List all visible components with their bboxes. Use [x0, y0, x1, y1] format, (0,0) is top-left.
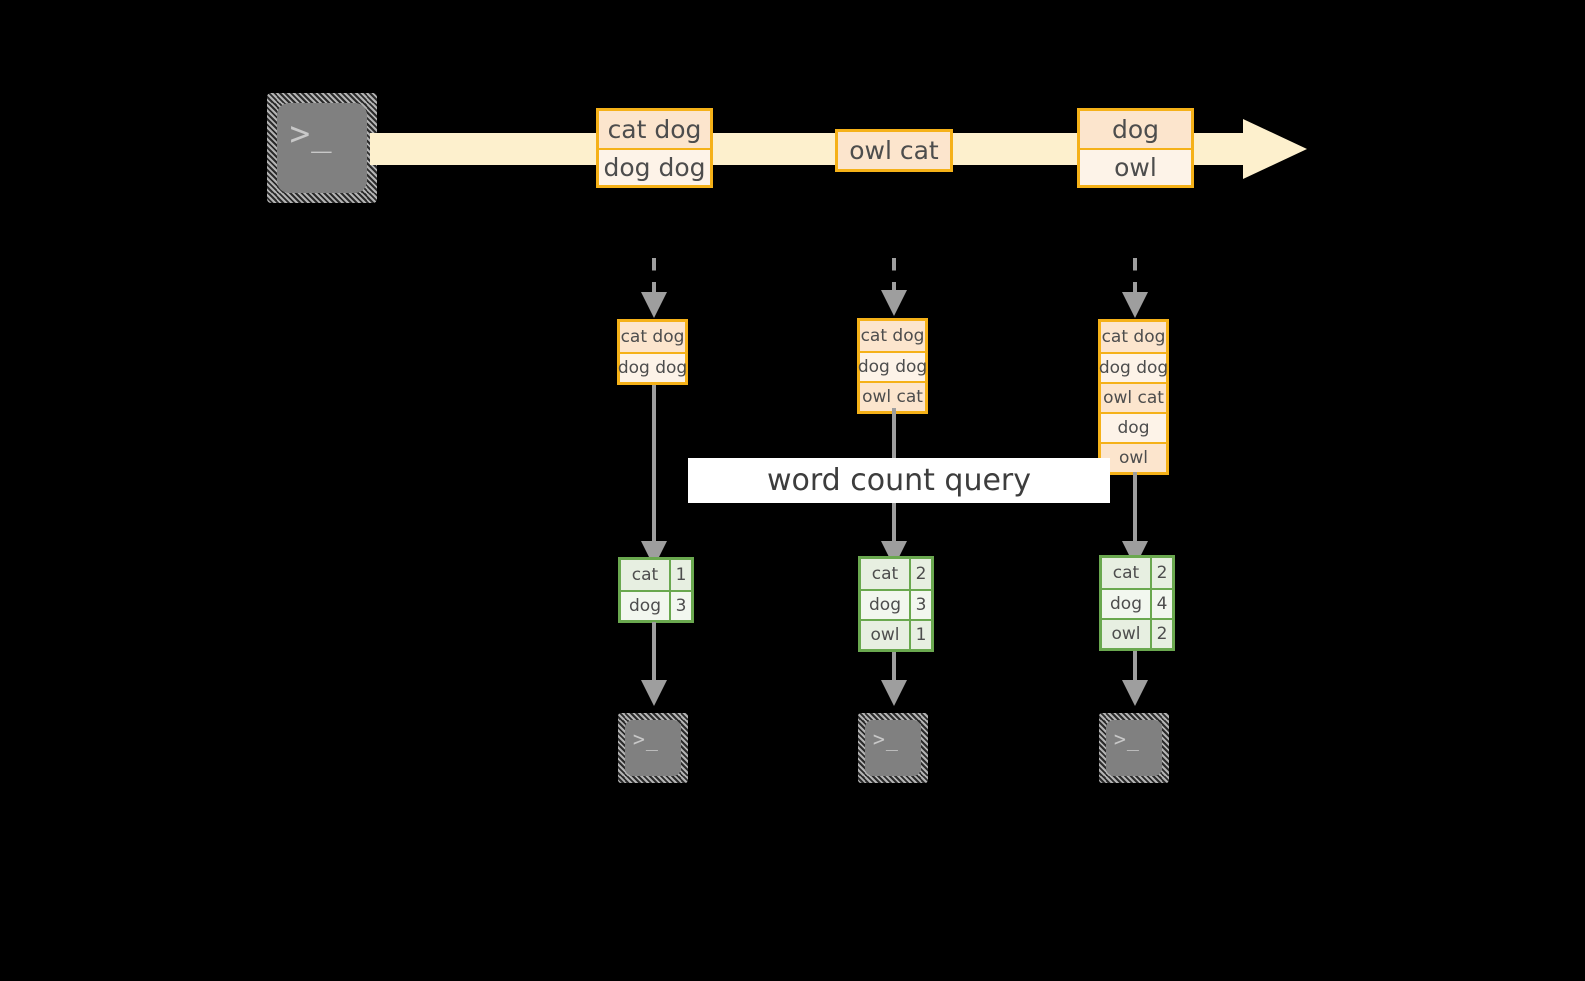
trigger-line-3: [1133, 258, 1137, 300]
terminal-prompt-glyph: >_: [289, 114, 333, 155]
table-row: dog 3: [621, 590, 691, 620]
trigger-arrowhead-2: [881, 290, 907, 316]
result-table-3: cat 2 dog 4 owl 2: [1099, 555, 1175, 651]
query-line-3: [1133, 472, 1137, 545]
stream-record: cat dog: [599, 111, 710, 148]
stream-record: dog: [1080, 111, 1191, 148]
result-key: owl: [1102, 620, 1150, 648]
unbounded-row: owl cat: [860, 381, 925, 411]
unbounded-row: dog dog: [858, 351, 927, 381]
table-row: cat 1: [621, 560, 691, 590]
sink-terminal-2-icon: >_: [858, 713, 928, 783]
unbounded-table-3: cat dog dog dog owl cat dog owl: [1098, 319, 1169, 475]
sink-arrowhead-2: [881, 680, 907, 706]
sink-line-1: [652, 622, 656, 684]
table-row: owl 2: [1102, 618, 1172, 648]
trigger-arrowhead-3: [1122, 292, 1148, 318]
sink-arrowhead-1: [641, 680, 667, 706]
stream-batch-3: dog owl: [1077, 108, 1194, 188]
result-value: 3: [909, 591, 931, 619]
terminal-prompt-glyph: >_: [872, 726, 899, 751]
unbounded-row: dog dog: [1099, 352, 1168, 382]
result-value: 1: [909, 621, 931, 649]
result-table-2: cat 2 dog 3 owl 1: [858, 556, 934, 652]
sink-line-2: [892, 652, 896, 684]
result-key: cat: [861, 559, 909, 589]
trigger-line-1: [652, 258, 656, 300]
sink-arrowhead-3: [1122, 680, 1148, 706]
source-terminal-icon: >_: [267, 93, 377, 203]
stream-batch-2: owl cat: [835, 129, 953, 172]
result-key: cat: [1102, 558, 1150, 588]
terminal-screen: [865, 720, 921, 776]
table-row: cat 2: [861, 559, 931, 589]
sink-line-3: [1133, 651, 1137, 684]
stream-record: owl cat: [838, 132, 950, 169]
result-value: 2: [1150, 620, 1172, 648]
terminal-screen: [1106, 720, 1162, 776]
table-row: owl 1: [861, 619, 931, 649]
query-line-1: [652, 385, 656, 545]
result-value: 4: [1150, 590, 1172, 618]
stream-record: owl: [1080, 148, 1191, 185]
result-value: 2: [1150, 558, 1172, 588]
result-value: 3: [669, 592, 691, 620]
unbounded-row: cat dog: [860, 321, 925, 351]
unbounded-row: owl cat: [1101, 382, 1166, 412]
unbounded-row: dog dog: [618, 352, 687, 382]
unbounded-row: cat dog: [1101, 322, 1166, 352]
table-row: dog 4: [1102, 588, 1172, 618]
result-key: dog: [861, 591, 909, 619]
terminal-prompt-glyph: >_: [632, 726, 659, 751]
stream-record: dog dog: [599, 148, 710, 185]
stream-batch-1: cat dog dog dog: [596, 108, 713, 188]
stream-arrow-head: [1243, 119, 1307, 179]
result-table-1: cat 1 dog 3: [618, 557, 694, 623]
sink-terminal-1-icon: >_: [618, 713, 688, 783]
result-key: dog: [1102, 590, 1150, 618]
unbounded-row: dog: [1101, 412, 1166, 442]
table-row: cat 2: [1102, 558, 1172, 588]
terminal-screen: [277, 103, 367, 193]
trigger-line-2: [892, 258, 896, 298]
result-key: dog: [621, 592, 669, 620]
unbounded-table-1: cat dog dog dog: [617, 319, 688, 385]
result-key: cat: [621, 560, 669, 590]
table-row: dog 3: [861, 589, 931, 619]
unbounded-table-2: cat dog dog dog owl cat: [857, 318, 928, 414]
terminal-prompt-glyph: >_: [1113, 726, 1140, 751]
trigger-arrowhead-1: [641, 292, 667, 318]
result-value: 1: [669, 560, 691, 590]
terminal-screen: [625, 720, 681, 776]
unbounded-row: cat dog: [620, 322, 685, 352]
sink-terminal-3-icon: >_: [1099, 713, 1169, 783]
query-label: word count query: [688, 458, 1110, 503]
result-value: 2: [909, 559, 931, 589]
result-key: owl: [861, 621, 909, 649]
unbounded-row: owl: [1101, 442, 1166, 472]
